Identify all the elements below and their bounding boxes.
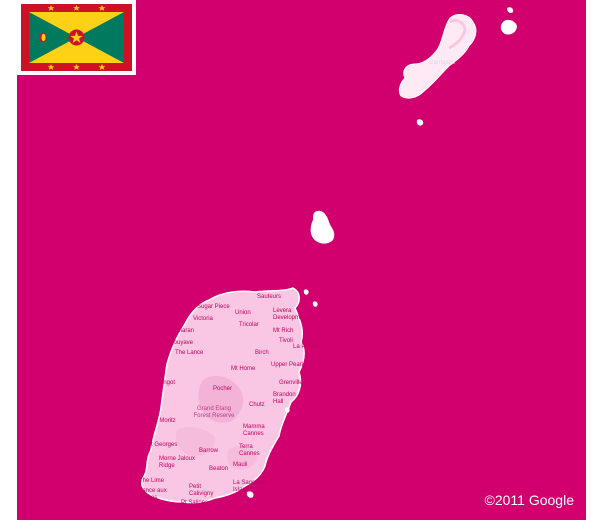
place-tricolar: Tricolar	[239, 322, 259, 328]
place-morne-jaloux: Morne Jaloux Ridge	[159, 456, 196, 469]
place-levera-development: Levera Development	[273, 308, 309, 321]
place-mauli: Mauli	[233, 462, 248, 468]
place-point-salines: Pt Salines	[181, 500, 209, 506]
place-grenville: Grenville	[279, 380, 303, 386]
place-the-lance: The Lance	[175, 350, 204, 356]
island-ronde	[310, 210, 335, 244]
place-la-poterie: La Poterie	[293, 344, 321, 350]
place-beaton: Beaton	[209, 466, 229, 472]
place-chutz: Chutz	[249, 402, 265, 408]
place-mangot: Mangot	[155, 380, 176, 386]
place-birch: Birch	[255, 350, 269, 356]
island-carriacou	[398, 14, 477, 99]
place-the-lime: The Lime	[139, 478, 165, 484]
place-union: Union	[235, 310, 251, 316]
place-maran: Maran	[177, 328, 195, 334]
place-carriacou: Carriacou	[429, 60, 456, 66]
island-islet	[416, 119, 424, 126]
place-st-georges: St Georges	[147, 442, 178, 448]
grenada-flag-icon	[21, 4, 132, 71]
place-barrow: Barrow	[199, 448, 219, 454]
place-mamma-cannes: Mamma Cannes	[243, 424, 265, 437]
place-grand-etang: Grand Etang Forest Reserve	[193, 406, 235, 419]
place-terra-cannes: Terra Cannes	[239, 444, 260, 457]
map-copyright: ©2011 Google	[484, 492, 574, 508]
map-canvas[interactable]: Carriacou Sauteurs Sugar Piece Union Vic…	[17, 0, 586, 520]
place-lance-aux-epines: Lance aux Epines	[139, 488, 167, 501]
place-pocher: Pocher	[213, 386, 233, 392]
place-sauteurs: Sauteurs	[257, 294, 282, 300]
place-mt-rich: Mt Rich	[273, 328, 294, 334]
place-mt-moritz: Mt Moritz	[151, 418, 176, 424]
island-petite-martinique	[500, 19, 517, 35]
place-sugar-piece: Sugar Piece	[197, 304, 230, 310]
land-layer	[141, 7, 517, 504]
place-brandon-hall: Brandon Hall	[273, 392, 296, 405]
place-victoria: Victoria	[193, 316, 213, 322]
place-tivoli: Tivoli	[279, 338, 293, 344]
place-gouyave: Gouyave	[169, 340, 194, 346]
place-la-sagesse: La Sagesse Island	[233, 480, 265, 493]
place-petit-calivigny: Petit Calivigny	[189, 484, 214, 497]
island-small-north	[507, 7, 514, 13]
place-mt-home: Mt Home	[231, 366, 256, 372]
flag-frame	[17, 0, 136, 75]
place-upper-pearls: Upper Pearls	[271, 362, 307, 368]
